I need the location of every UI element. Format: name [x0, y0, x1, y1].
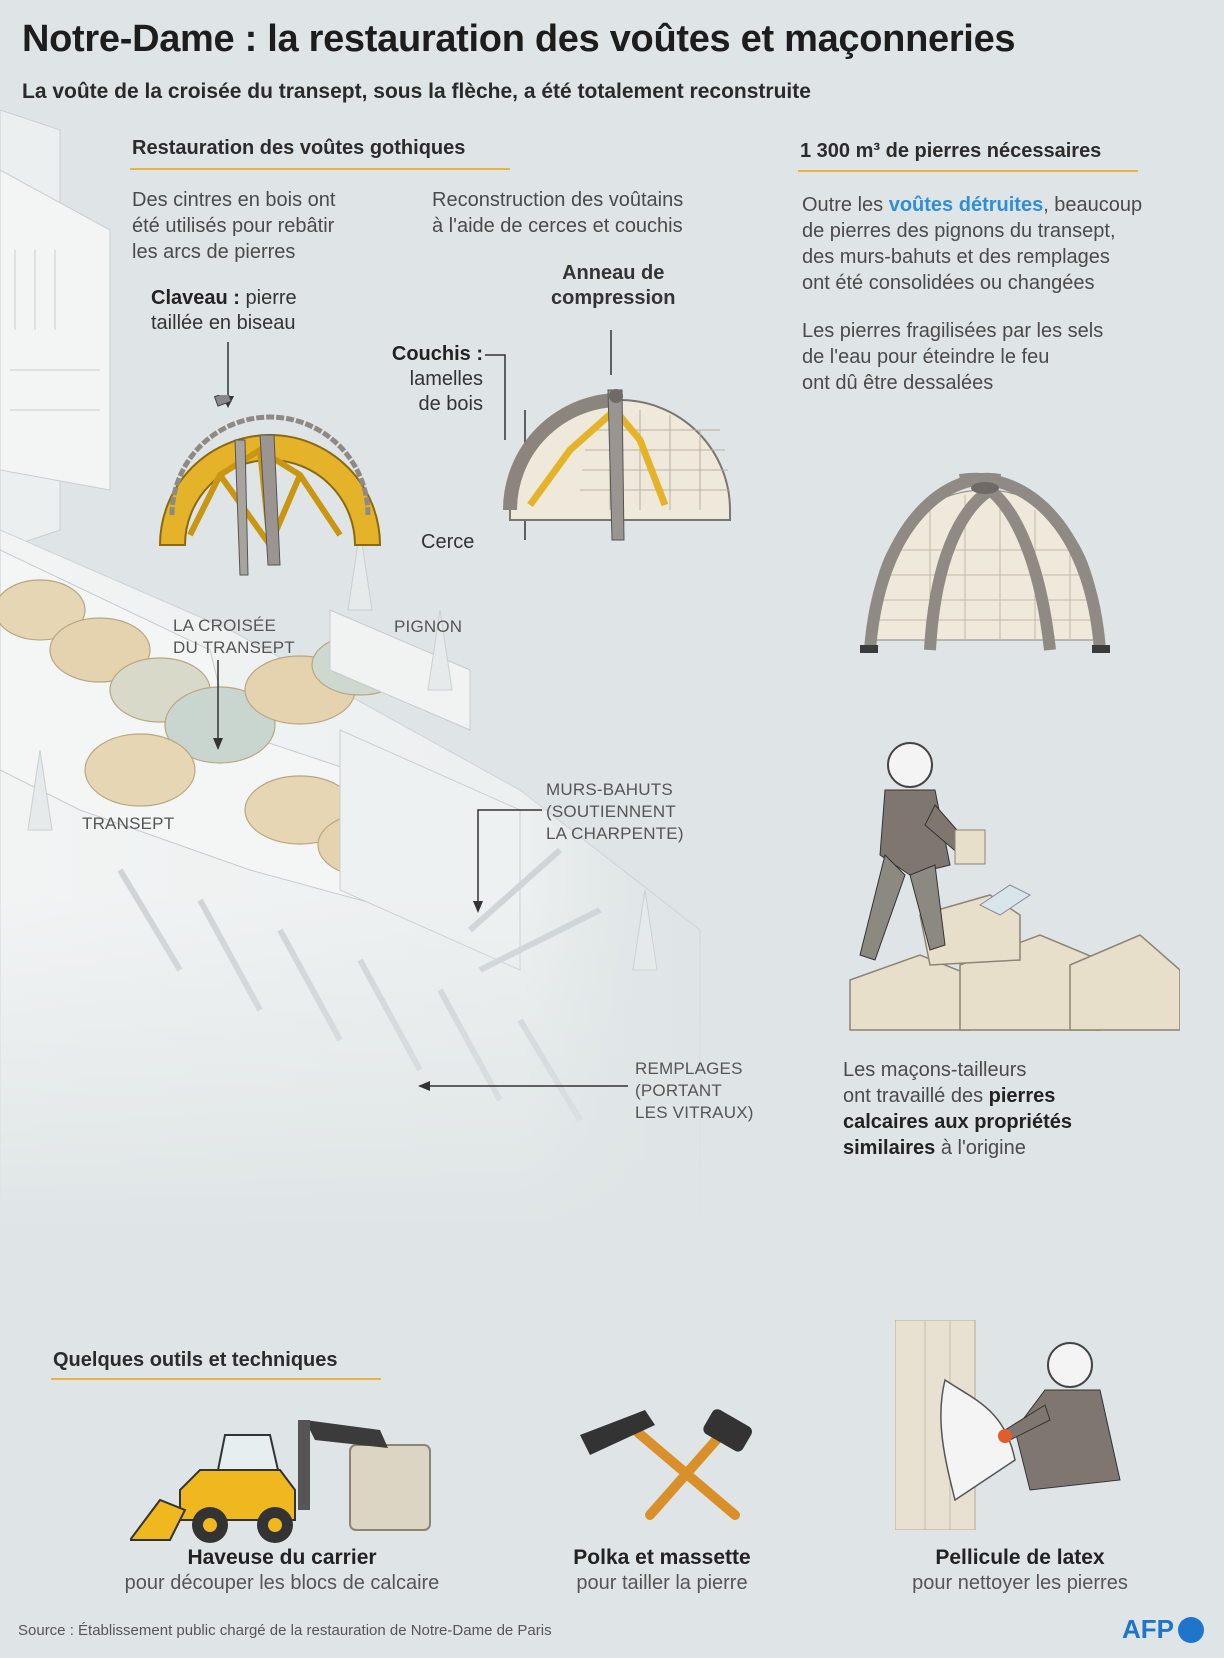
remplages-line-2: (PORTANT	[635, 1081, 722, 1100]
quarry-saw-illustration	[130, 1420, 431, 1543]
couchis-term: Couchis :	[391, 343, 483, 365]
claveau-desc: pierre	[245, 287, 297, 309]
stones-p1-after: , beaucoup	[1043, 194, 1143, 216]
masons-bold: similaires	[843, 1137, 936, 1159]
couchis-desc-1: lamelles	[409, 368, 483, 390]
remplages-arrow	[418, 1081, 628, 1091]
stones-p2-line: de l'eau pour éteindre le feu	[802, 346, 1050, 368]
anneau-line-2: compression	[551, 287, 676, 309]
croisee-arrow	[213, 660, 223, 750]
vaults-right-text: Reconstruction des voûtains à l'aide de …	[432, 187, 683, 239]
tool-2-title: Polka et massette	[573, 1546, 751, 1569]
couchis-desc-2: de bois	[418, 393, 484, 415]
stones-p1-line: ont été consolidées ou changées	[802, 272, 1095, 294]
vaults-left-line: les arcs de pierres	[132, 241, 296, 263]
tool-3-desc: pour nettoyer les pierres	[912, 1572, 1128, 1594]
tool-1-desc: pour découper les blocs de calcaire	[124, 1572, 440, 1594]
vaults-left-line: été utilisés pour rebâtir	[132, 215, 335, 237]
ribbed-vault-illustration	[860, 472, 1110, 653]
vaults-left-line: Des cintres en bois ont	[132, 189, 336, 211]
stones-paragraph-2: Les pierres fragilisées par les sels de …	[802, 318, 1202, 396]
stones-heading-underline	[798, 170, 1138, 172]
vaults-heading-underline	[130, 168, 510, 170]
anneau-label: Anneau de compression	[551, 261, 675, 311]
croisee-label: LA CROISÉE DU TRANSEPT	[173, 615, 295, 659]
murs-bahuts-arrow	[473, 809, 542, 913]
page-subtitle: La voûte de la croisée du transept, sous…	[22, 80, 811, 103]
remplages-label: REMPLAGES (PORTANT LES VITRAUX)	[635, 1058, 754, 1124]
masons-bold: pierres	[988, 1085, 1056, 1107]
murs-line-1: MURS-BAHUTS	[546, 780, 673, 799]
pignon-label: PIGNON	[394, 617, 463, 636]
stones-p2-line: Les pierres fragilisées par les sels	[802, 320, 1104, 342]
cerce-label: Cerce	[421, 531, 475, 553]
murs-bahuts-label: MURS-BAHUTS (SOUTIENNENT LA CHARPENTE)	[546, 779, 684, 845]
vault-reconstruction-illustration	[503, 389, 731, 541]
afp-logo: AFP	[1122, 1614, 1204, 1645]
stones-p1-line: des murs-bahuts et des remplages	[802, 246, 1110, 268]
wooden-centring-illustration	[158, 395, 382, 576]
tools-heading: Quelques outils et techniques	[53, 1349, 338, 1371]
latex-film-illustration	[895, 1320, 1121, 1530]
vaults-right-line: Reconstruction des voûtains	[432, 189, 684, 211]
croisee-line-1: LA CROISÉE	[173, 616, 277, 635]
croisee-line-2: DU TRANSEPT	[173, 638, 295, 657]
stones-p1-line: de pierres des pignons du transept,	[802, 220, 1116, 242]
hammers-illustration	[580, 1409, 752, 1520]
couchis-label: Couchis : lamelles de bois	[383, 342, 483, 417]
stone-mason-illustration	[849, 742, 1180, 1031]
stones-paragraph-1: Outre les voûtes détruites, beaucoup de …	[802, 192, 1202, 296]
vaults-left-text: Des cintres en bois ont été utilisés pou…	[132, 187, 335, 265]
masons-bold-line: calcaires aux propriétés	[843, 1111, 1073, 1133]
transept-label: TRANSEPT	[82, 814, 175, 833]
tool-3-title: Pellicule de latex	[935, 1546, 1105, 1569]
afp-logo-dot	[1178, 1616, 1204, 1643]
murs-line-2: (SOUTIENNENT	[546, 802, 676, 821]
tool-1-title: Haveuse du carrier	[187, 1546, 377, 1569]
claveau-label: Claveau : pierre taillée en biseau	[151, 286, 297, 336]
anneau-pointer	[610, 330, 612, 375]
voutes-detruites-highlight: voûtes détruites	[888, 194, 1044, 216]
stones-p2-line: ont dû être dessalées	[802, 372, 994, 394]
page-title: Notre-Dame : la restauration des voûtes …	[22, 18, 1016, 60]
masons-text: Les maçons-tailleurs ont travaillé des p…	[843, 1057, 1203, 1161]
stones-p1-before: Outre les	[802, 194, 889, 216]
remplages-line-3: LES VITRAUX)	[635, 1103, 754, 1122]
tools-heading-underline	[51, 1378, 381, 1380]
anneau-line-1: Anneau de	[562, 262, 665, 284]
stones-heading: 1 300 m³ de pierres nécessaires	[800, 140, 1102, 162]
cathedral-illustration	[0, 110, 760, 1230]
masons-line: Les maçons-tailleurs	[843, 1059, 1027, 1081]
claveau-term: Claveau :	[151, 287, 240, 309]
remplages-line-1: REMPLAGES	[635, 1059, 743, 1078]
tool-2-desc: pour tailler la pierre	[576, 1572, 748, 1594]
masons-plain: ont travaillé des	[843, 1085, 989, 1107]
claveau-desc-2: taillée en biseau	[151, 312, 296, 334]
afp-logo-text: AFP	[1122, 1614, 1174, 1644]
vaults-right-line: à l'aide de cerces et couchis	[432, 215, 683, 237]
masons-plain: à l'origine	[935, 1137, 1026, 1159]
source-note: Source : Établissement public chargé de …	[18, 1622, 552, 1639]
murs-line-3: LA CHARPENTE)	[546, 824, 684, 843]
vaults-heading: Restauration des voûtes gothiques	[132, 137, 466, 159]
